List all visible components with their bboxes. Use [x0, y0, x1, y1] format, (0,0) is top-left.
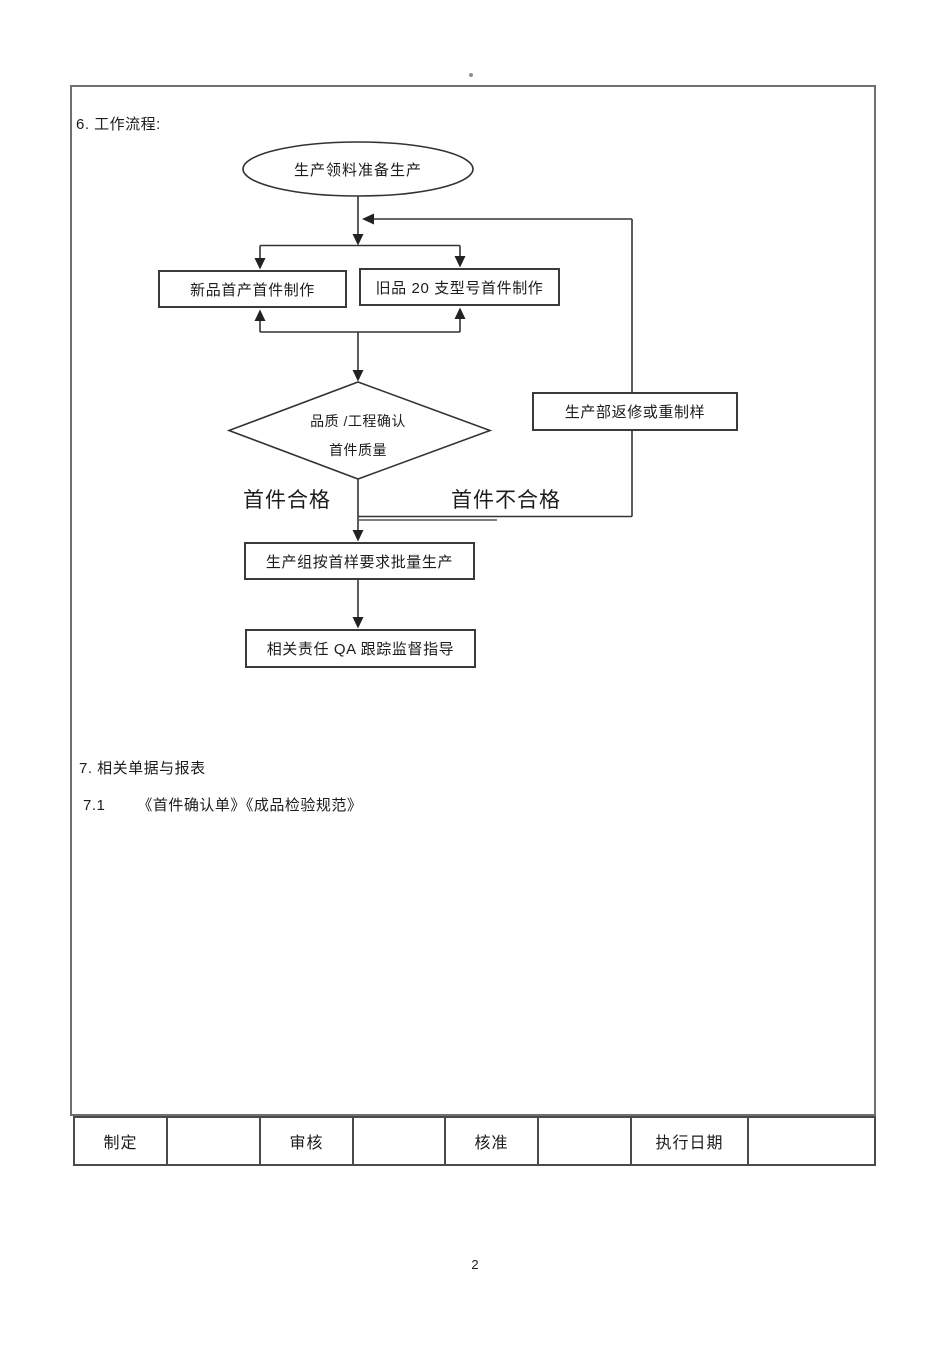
page-border-frame	[70, 85, 876, 1116]
section-7-1-references: 《首件确认单》《成品检验规范》	[137, 797, 363, 814]
approval-cell-effective-date-value	[749, 1118, 874, 1164]
approval-table: 制定 审核 核准 执行日期	[73, 1116, 876, 1166]
decision-line-1: 品质 /工程确认	[310, 413, 406, 429]
section-6-heading: 6. 工作流程:	[76, 116, 161, 133]
approval-cell-drafted-label: 制定	[75, 1118, 168, 1164]
pass-branch-label: 首件合格	[243, 489, 331, 512]
section-7-heading: 7. 相关单据与报表	[79, 760, 206, 777]
arrowhead-up-icon	[254, 309, 266, 321]
arrowhead-down-icon	[254, 258, 266, 270]
arrowhead-down-icon	[352, 370, 364, 382]
decision-line-2: 首件质量	[329, 442, 387, 458]
arrowhead-left-icon	[362, 213, 374, 225]
start-node-label: 生产领料准备生产	[293, 161, 422, 179]
qa-supervision-box: 相关责任 QA 跟踪监督指导	[245, 629, 476, 668]
approval-cell-approved-label: 核准	[446, 1118, 539, 1164]
arrowhead-up-icon	[454, 307, 466, 319]
section-7-1-item: 7.1 《首件确认单》《成品检验规范》	[83, 794, 362, 815]
approval-cell-approved-value	[539, 1118, 632, 1164]
approval-cell-drafted-value	[168, 1118, 261, 1164]
decision-node-label: 品质 /工程确认 首件质量	[258, 407, 458, 465]
page-number: 2	[471, 1257, 479, 1272]
arrowhead-down-icon	[454, 256, 466, 268]
approval-cell-effective-date-label: 执行日期	[632, 1118, 749, 1164]
rework-box: 生产部返修或重制样	[532, 392, 738, 431]
arrowhead-down-icon	[352, 530, 364, 542]
approval-cell-reviewed-value	[354, 1118, 446, 1164]
arrowhead-down-icon	[352, 234, 364, 246]
old-product-box: 旧品 20 支型号首件制作	[359, 268, 560, 306]
stray-mark-dot	[469, 73, 473, 77]
new-product-box: 新品首产首件制作	[158, 270, 347, 308]
fail-branch-label: 首件不合格	[451, 489, 561, 512]
section-7-1-number: 7.1	[83, 797, 106, 814]
batch-production-box: 生产组按首样要求批量生产	[244, 542, 475, 580]
approval-cell-reviewed-label: 审核	[261, 1118, 354, 1164]
arrowhead-down-icon	[352, 617, 364, 629]
